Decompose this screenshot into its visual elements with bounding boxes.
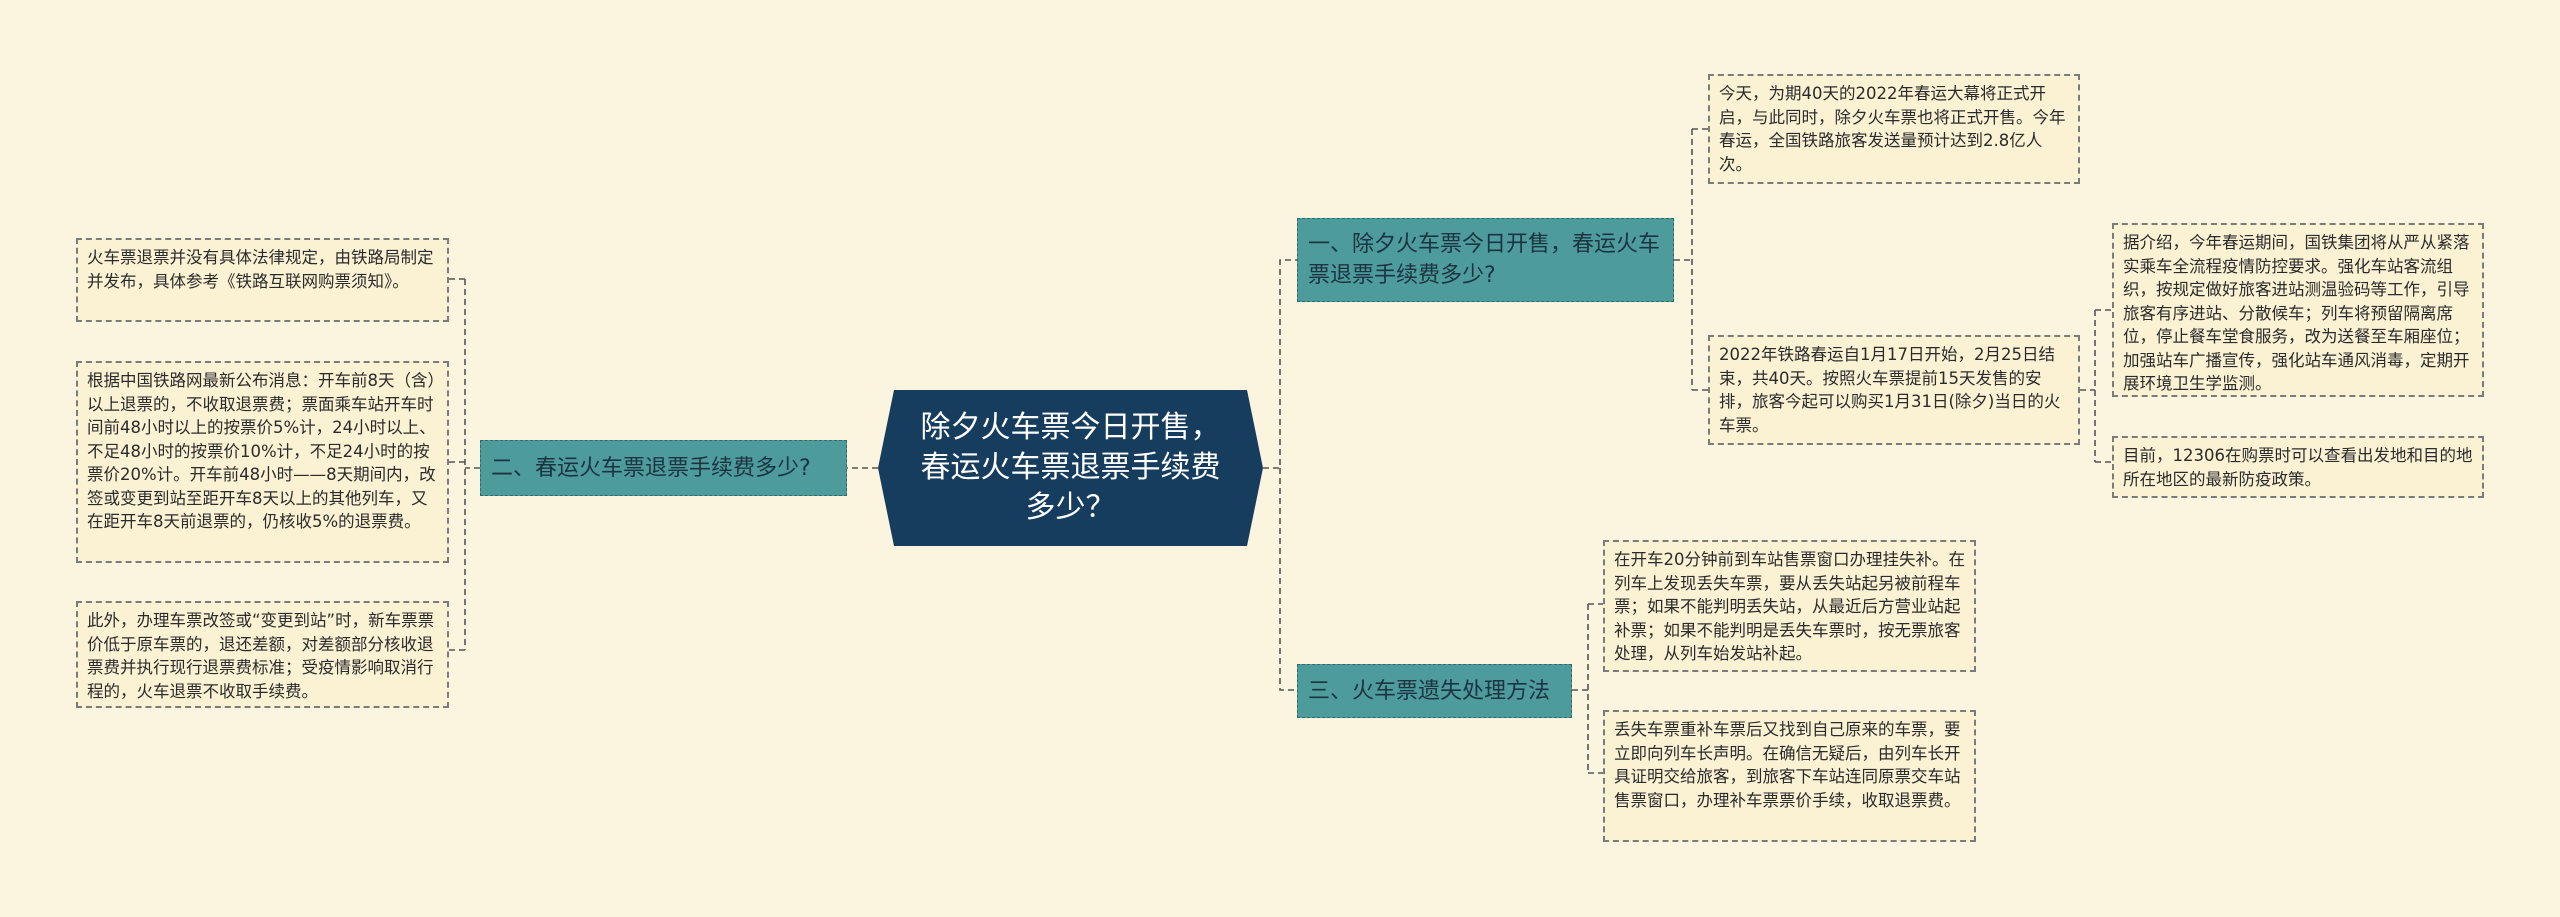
connector-branch-1-leaves <box>1674 128 1708 391</box>
leaf-3-2-text: 丢失车票重补车票后又找到自己原来的车票，要立即向列车长声明。在确信无疑后，由列车… <box>1614 720 1961 810</box>
connector-branch-3-leaves <box>1572 603 1603 774</box>
branch-topic-3[interactable]: 三、火车票遗失处理方法 <box>1297 664 1572 718</box>
subleaf-1-2-1[interactable]: 据介绍，今年春运期间，国铁集团将从严从紧落实乘车全流程疫情防控要求。强化车站客流… <box>2112 223 2484 397</box>
branch-topic-3-label: 三、火车票遗失处理方法 <box>1308 678 1551 704</box>
leaf-2-2[interactable]: 根据中国铁路网最新公布消息：开车前8天（含）以上退票的，不收取退票费；票面乘车站… <box>76 361 449 563</box>
leaf-2-3[interactable]: 此外，办理车票改签或“变更到站”时，新车票票价低于原车票的，退还差额，对差额部分… <box>76 601 449 708</box>
subleaf-1-2-2[interactable]: 目前，12306在购票时可以查看出发地和目的地所在地区的最新防疫政策。 <box>2112 436 2484 498</box>
leaf-1-2[interactable]: 2022年铁路春运自1月17日开始，2月25日结束，共40天。按照火车票提前15… <box>1708 335 2080 445</box>
connector-root-branch-1 <box>1263 259 1297 469</box>
connector-subitems <box>2080 309 2112 463</box>
branch-topic-2-label: 二、春运火车票退票手续费多少? <box>491 455 811 481</box>
leaf-1-1[interactable]: 今天，为期40天的2022年春运大幕将正式开启，与此同时，除夕火车票也将正式开售… <box>1708 74 2080 184</box>
leaf-2-1[interactable]: 火车票退票并没有具体法律规定，由铁路局制定并发布，具体参考《铁路互联网购票须知》… <box>76 238 449 322</box>
root-topic-label: 除夕火车票今日开售，春运火车票退票手续费多少？ <box>920 410 1221 525</box>
leaf-2-3-text: 此外，办理车票改签或“变更到站”时，新车票票价低于原车票的，退还差额，对差额部分… <box>87 611 435 701</box>
connector-root-branch-3 <box>1279 468 1297 691</box>
leaf-3-2[interactable]: 丢失车票重补车票后又找到自己原来的车票，要立即向列车长声明。在确信无疑后，由列车… <box>1603 710 1976 842</box>
leaf-2-2-text: 根据中国铁路网最新公布消息：开车前8天（含）以上退票的，不收取退票费；票面乘车站… <box>87 371 436 531</box>
branch-topic-1-label: 一、除夕火车票今日开售，春运火车票退票手续费多少? <box>1308 232 1661 288</box>
branch-topic-1[interactable]: 一、除夕火车票今日开售，春运火车票退票手续费多少? <box>1297 218 1674 302</box>
leaf-3-1-text: 在开车20分钟前到车站售票窗口办理挂失补。在列车上发现丢失车票，要从丢失站起另被… <box>1614 550 1965 663</box>
subleaf-1-2-2-text: 目前，12306在购票时可以查看出发地和目的地所在地区的最新防疫政策。 <box>2123 446 2473 489</box>
leaf-2-1-text: 火车票退票并没有具体法律规定，由铁路局制定并发布，具体参考《铁路互联网购票须知》… <box>87 248 434 291</box>
subleaf-1-2-1-text: 据介绍，今年春运期间，国铁集团将从严从紧落实乘车全流程疫情防控要求。强化车站客流… <box>2123 233 2470 393</box>
connector-branch-2-leaves <box>449 278 480 651</box>
leaf-3-1[interactable]: 在开车20分钟前到车站售票窗口办理挂失补。在列车上发现丢失车票，要从丢失站起另被… <box>1603 540 1976 672</box>
root-topic[interactable]: 除夕火车票今日开售，春运火车票退票手续费多少？ <box>878 390 1263 546</box>
leaf-1-2-text: 2022年铁路春运自1月17日开始，2月25日结束，共40天。按照火车票提前15… <box>1719 345 2061 435</box>
leaf-1-1-text: 今天，为期40天的2022年春运大幕将正式开启，与此同时，除夕火车票也将正式开售… <box>1719 84 2066 174</box>
branch-topic-2[interactable]: 二、春运火车票退票手续费多少? <box>480 440 847 496</box>
